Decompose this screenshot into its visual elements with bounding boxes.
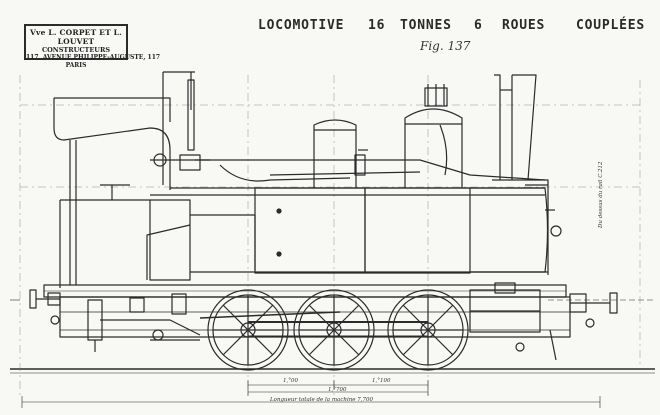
dimension-label-3: 1,°700 xyxy=(328,387,347,393)
dimension-lines xyxy=(21,380,601,408)
title-word-6: 6 xyxy=(474,18,483,33)
rail-height-label: Du dessus du rail C.212 xyxy=(598,161,604,228)
coupling-rods xyxy=(199,311,428,337)
chimney xyxy=(492,74,537,181)
wheels xyxy=(207,289,469,371)
boiler-tank xyxy=(150,187,562,274)
title-word-tonnes: TONNES xyxy=(400,18,452,33)
title-word-locomotive: LOCOMOTIVE xyxy=(258,18,345,33)
steam-pipe xyxy=(195,159,546,182)
figure-label: Fig. 137 xyxy=(420,39,471,53)
stamp-address: 117, AVENUE PHILIPPE-AUGUSTE, 117 xyxy=(26,54,161,61)
stamp-role: CONSTRUCTEURS xyxy=(41,46,111,54)
dimension-label-1: 1,°00 xyxy=(283,378,298,384)
title-word-roues: ROUES xyxy=(502,18,546,33)
stamp-city: PARIS xyxy=(65,62,87,69)
cylinder xyxy=(469,282,557,361)
construction-lines xyxy=(19,75,641,395)
maker-stamp: Vve L. CORPET ET L. LOUVET CONSTRUCTEURS… xyxy=(24,24,161,69)
cab-fittings xyxy=(150,71,210,185)
rear-details xyxy=(87,293,201,352)
wheel-middle xyxy=(293,289,375,371)
wheel-front xyxy=(387,289,469,371)
cab xyxy=(53,97,191,288)
smokebox xyxy=(520,179,549,275)
stamp-maker-names: Vve L. CORPET ET L. LOUVET xyxy=(30,28,122,46)
title-word-16: 16 xyxy=(368,18,386,33)
rail-lines xyxy=(10,299,655,374)
front-buffer xyxy=(569,292,618,328)
overall-length-label: Longueur totale de la machine 7,700 xyxy=(270,397,373,403)
title-word-couplees: COUPLÉES xyxy=(576,18,646,33)
dimension-label-2: 1,°100 xyxy=(372,378,391,384)
sand-dome xyxy=(313,119,368,188)
drawing-title: LOCOMOTIVE 16 TONNES 6 ROUES COUPLÉES xyxy=(258,18,648,38)
steam-dome xyxy=(404,84,463,188)
rear-buffer xyxy=(29,289,61,325)
wheel-rear xyxy=(207,289,289,371)
